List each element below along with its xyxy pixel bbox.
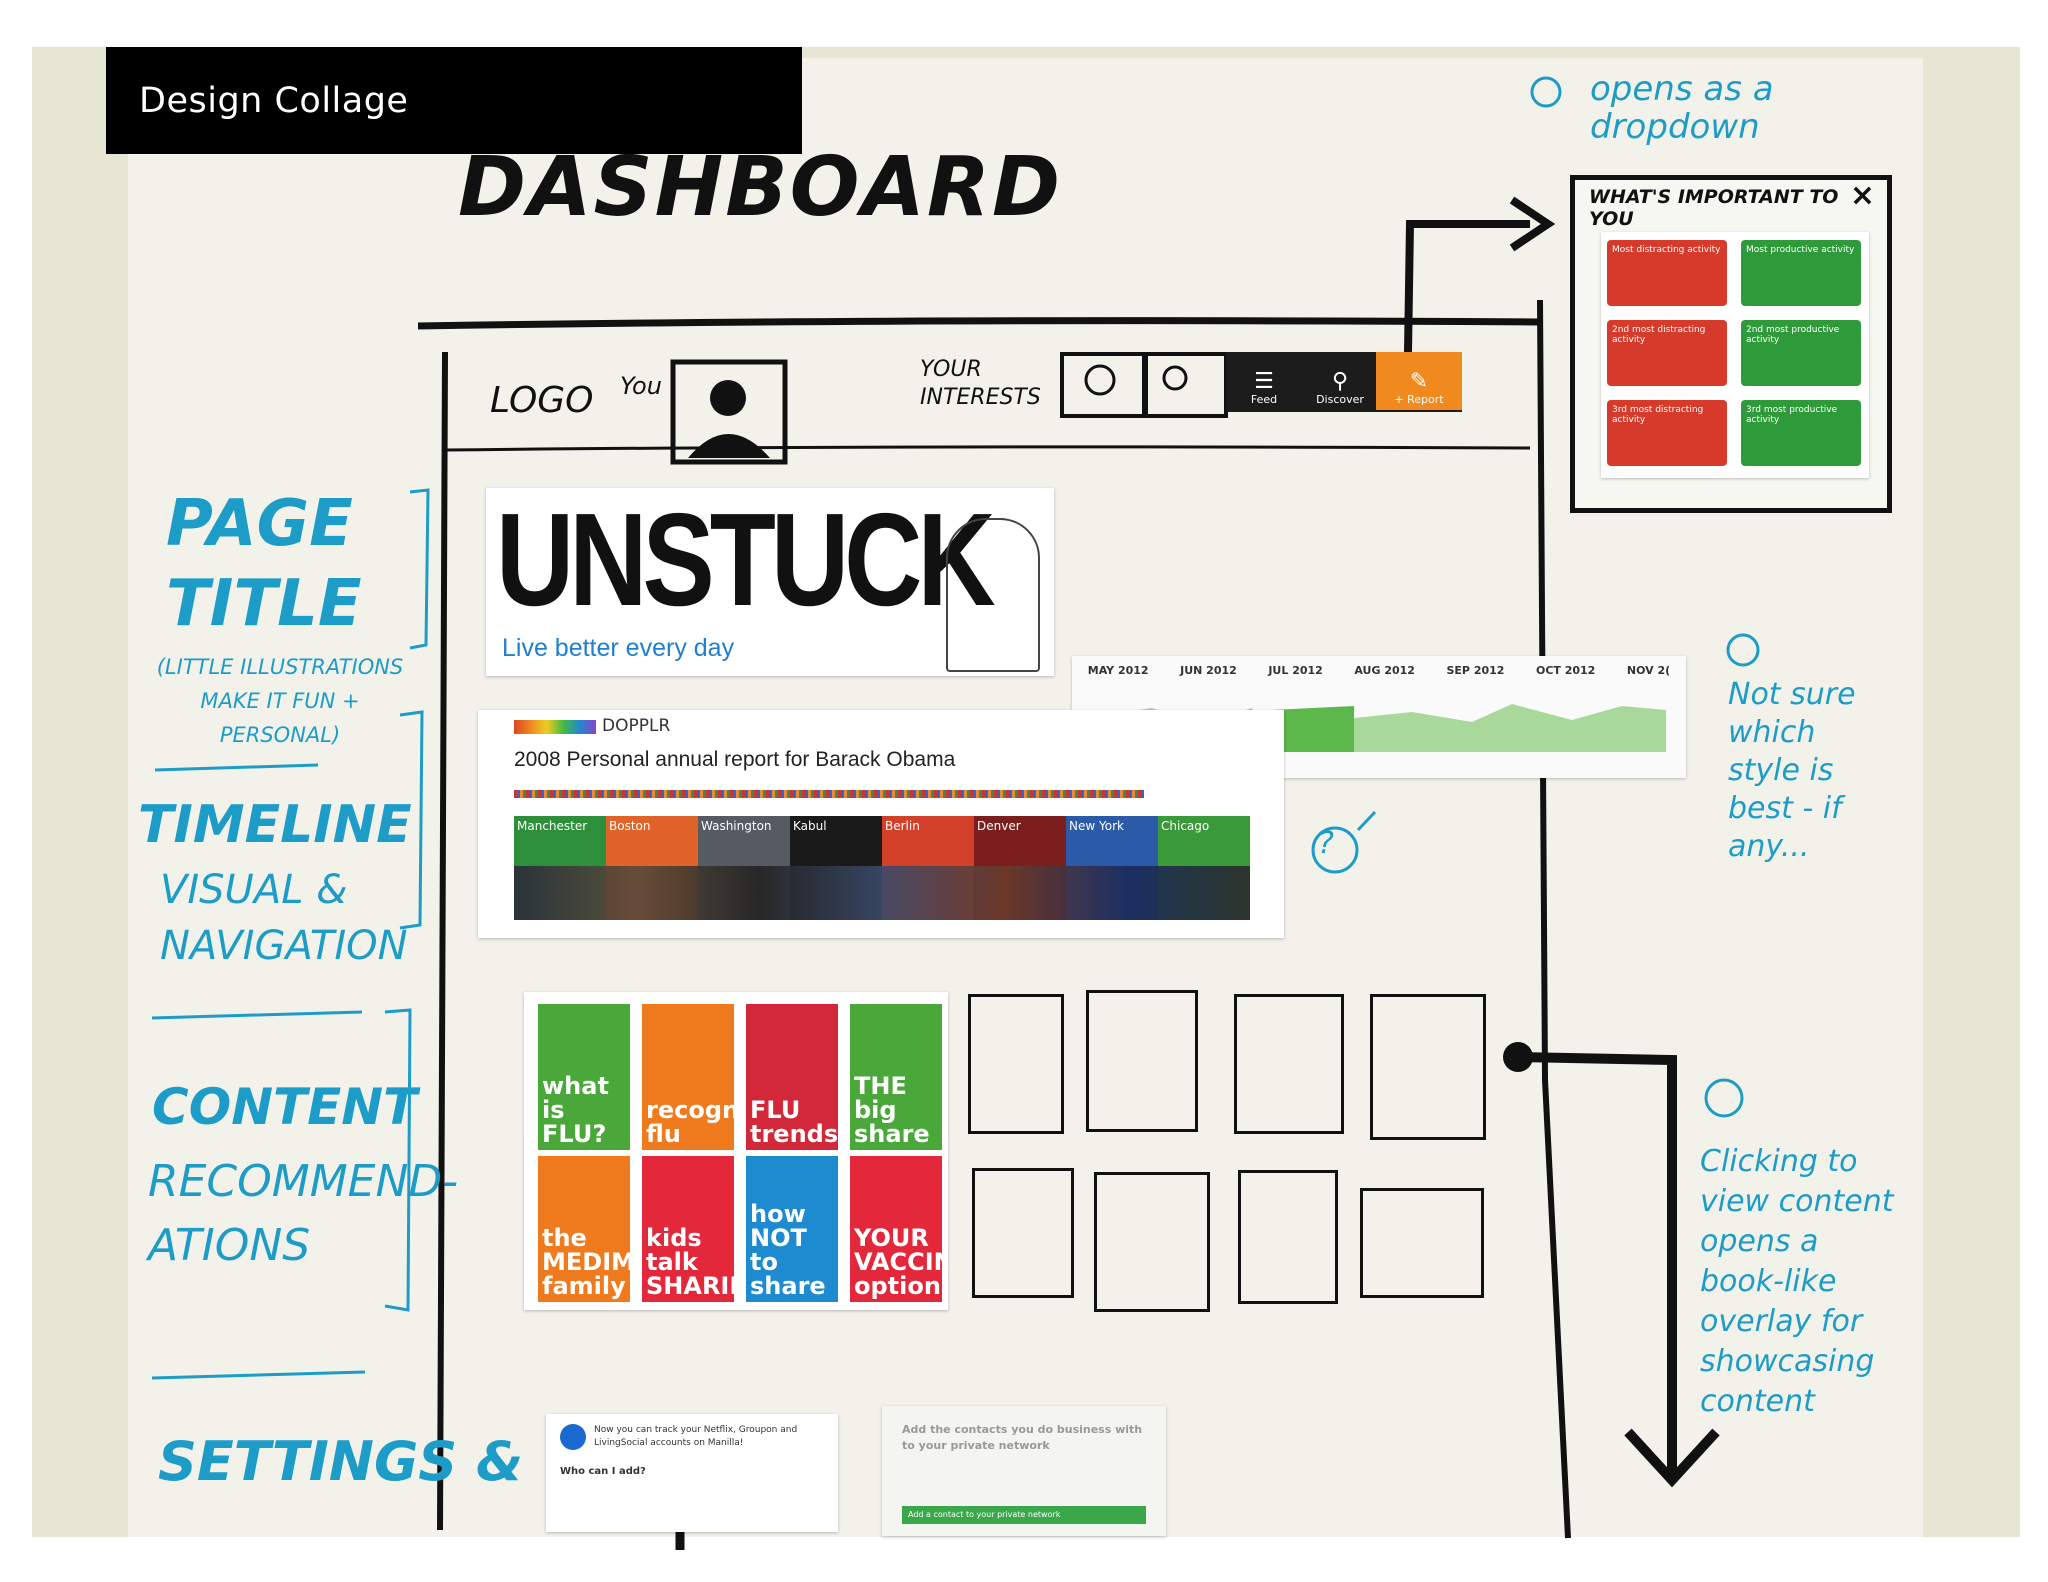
distracting-2[interactable]: 2nd most distracting activity — [1607, 320, 1727, 386]
unstuck-header-print: UNSTUCK Live better every day — [486, 488, 1054, 676]
unstuck-logo: UNSTUCK — [496, 486, 996, 633]
discover-button[interactable]: ⚲ Discover — [1316, 369, 1364, 407]
distracting-1[interactable]: Most distracting activity — [1607, 240, 1727, 306]
productive-2[interactable]: 2nd most productive activity — [1741, 320, 1861, 386]
sketch-card-placeholder[interactable] — [1360, 1188, 1484, 1298]
menu-icon: ☰ — [1254, 369, 1274, 394]
logo-placeholder: LOGO — [490, 380, 594, 421]
label-timeline-sub: VISUAL & NAVIGATION — [160, 867, 408, 969]
dopplr-brand: DOPPLR — [602, 716, 671, 736]
important-dropdown: WHAT'S IMPORTANT TO YOU × Most distracti… — [1570, 175, 1892, 513]
sketch-card-placeholder[interactable] — [968, 994, 1064, 1134]
label-timeline: TIMELINE — [138, 795, 412, 855]
unstuck-tagline: Live better every day — [502, 634, 735, 662]
label-content: CONTENT — [152, 1078, 418, 1136]
slide-title: Design Collage — [106, 47, 802, 154]
not-sure-note: Not sure which style is best - if any... — [1728, 677, 1856, 864]
sketch-card-placeholder[interactable] — [1094, 1172, 1210, 1312]
people-illustration — [946, 518, 1040, 672]
netflix-integration-print: Now you can track your Netflix, Groupon … — [546, 1414, 838, 1532]
flu-tile[interactable]: how NOT to share — [746, 1156, 838, 1302]
flu-tile[interactable]: recognizing flu — [642, 1004, 734, 1150]
city-photos — [514, 866, 1250, 920]
edit-icon: ✎ — [1409, 369, 1429, 394]
dashboard-title: DASHBOARD — [458, 140, 1063, 235]
your-interests-label: YOUR INTERESTS — [920, 357, 1041, 410]
report-button[interactable]: ✎ + Report — [1376, 352, 1462, 410]
flu-tile[interactable]: what is FLU? — [538, 1004, 630, 1150]
sketch-card-placeholder[interactable] — [1238, 1170, 1338, 1304]
who-can-i-add: Who can I add? — [560, 1466, 646, 1477]
sketch-card-placeholder[interactable] — [1234, 994, 1344, 1134]
top-toolbar: ☰ Feed ⚲ Discover ✎ + Report — [1226, 352, 1462, 412]
sketch-card-placeholder[interactable] — [972, 1168, 1074, 1298]
month-label[interactable]: OCT 2012 — [1535, 663, 1596, 677]
add-contacts-text: Add the contacts you do business with to… — [902, 1423, 1143, 1452]
search-icon: ⚲ — [1331, 369, 1349, 394]
flu-tiles-print: what is FLU? recognizing flu FLU trends … — [524, 992, 948, 1310]
month-label[interactable]: MAY 2012 — [1087, 663, 1149, 677]
month-label[interactable]: JUN 2012 — [1180, 663, 1237, 677]
you-label: You — [620, 372, 662, 400]
close-icon[interactable]: × — [1849, 178, 1875, 213]
question-doodle: ? — [1318, 826, 1334, 861]
productive-3[interactable]: 3rd most productive activity — [1741, 400, 1861, 466]
label-page-title: PAGE TITLE — [166, 487, 362, 641]
clicking-note: Clicking to view content opens a book-li… — [1700, 1144, 1894, 1419]
dopplr-report-title: 2008 Personal annual report for Barack O… — [514, 748, 956, 771]
new-badge-icon — [560, 1424, 586, 1450]
sketch-card-placeholder[interactable] — [1086, 990, 1198, 1132]
dropdown-title: WHAT'S IMPORTANT TO YOU — [1589, 186, 1839, 230]
feed-button[interactable]: ☰ Feed — [1250, 369, 1278, 407]
label-page-title-note: (LITTLE ILLUSTRATIONS MAKE IT FUN + PERS… — [156, 655, 404, 747]
label-content-sub: RECOMMEND-ATIONS — [148, 1156, 459, 1271]
add-contact-button[interactable]: Add a contact to your private network — [902, 1506, 1146, 1524]
month-label[interactable]: AUG 2012 — [1354, 663, 1415, 677]
dopplr-timeline-bar — [514, 790, 1144, 798]
productive-1[interactable]: Most productive activity — [1741, 240, 1861, 306]
integration-text: Now you can track your Netflix, Groupon … — [594, 1425, 798, 1448]
flu-tile[interactable]: YOUR VACCINATION options — [850, 1156, 942, 1302]
distracting-3[interactable]: 3rd most distracting activity — [1607, 400, 1727, 466]
month-label[interactable]: NOV 2( — [1626, 663, 1671, 677]
dopplr-report-print: DOPPLR 2008 Personal annual report for B… — [478, 710, 1284, 938]
dopplr-city-strip: Manchester Boston Washington Kabul Berli… — [514, 816, 1250, 920]
flu-tile[interactable]: kids talk SHARING — [642, 1156, 734, 1302]
flu-tile[interactable]: FLU trends — [746, 1004, 838, 1150]
month-label[interactable]: SEP 2012 — [1446, 663, 1505, 677]
dropdown-note: opens as a dropdown — [1590, 69, 1774, 147]
flu-tile[interactable]: THE big share — [850, 1004, 942, 1150]
label-settings: SETTINGS & — [158, 1430, 524, 1493]
sketch-card-placeholder[interactable] — [1370, 994, 1486, 1140]
dopplr-color-bar — [514, 720, 596, 734]
flu-tile[interactable]: the MEDIMMUNE family — [538, 1156, 630, 1302]
add-contacts-print: Add the contacts you do business with to… — [882, 1406, 1166, 1536]
month-label[interactable]: JUL 2012 — [1268, 663, 1323, 677]
